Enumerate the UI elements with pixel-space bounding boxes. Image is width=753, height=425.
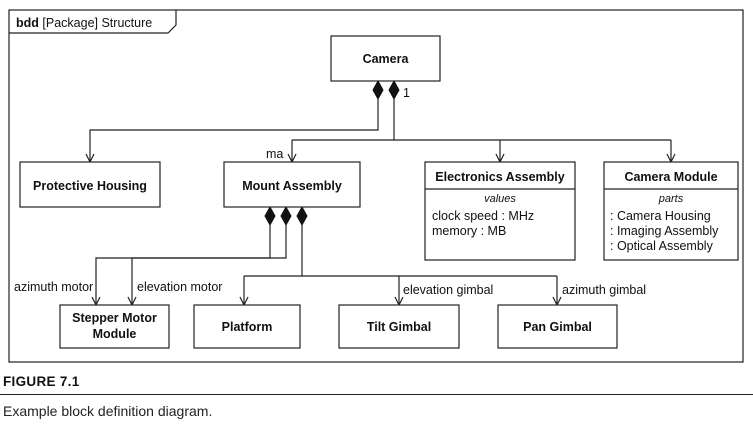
block-protective-housing-name: Protective Housing [33, 179, 147, 193]
figure-caption: Example block definition diagram. [3, 403, 213, 419]
multiplicity-label: 1 [403, 86, 410, 100]
frame-tab [9, 10, 177, 34]
role-label-azimuth-gimbal: azimuth gimbal [562, 283, 646, 297]
block-definition-diagram: bdd [Package] Structure 1 ma azimuth mot… [8, 9, 744, 363]
diagram-frame [8, 9, 744, 363]
part-optical-assembly: : Optical Assembly [610, 239, 714, 253]
block-pan-gimbal-name: Pan Gimbal [523, 320, 592, 334]
connectors [90, 99, 671, 305]
value-clock-speed: clock speed : MHz [432, 209, 534, 223]
part-imaging-assembly: : Imaging Assembly [610, 224, 719, 238]
block-stepper-motor-module: Stepper Motor Module [59, 304, 170, 349]
parts-compartment-label: parts [658, 193, 684, 205]
block-camera: Camera [330, 35, 441, 82]
figure-divider [0, 394, 753, 395]
block-mount-assembly: Mount Assembly [223, 161, 361, 208]
block-electronics-assembly-name: Electronics Assembly [435, 170, 565, 184]
role-label-azimuth-motor: azimuth motor [14, 280, 93, 294]
block-stepper-motor-module-name-2: Module [93, 327, 137, 341]
block-pan-gimbal: Pan Gimbal [497, 304, 618, 349]
block-stepper-motor-module-name-1: Stepper Motor [72, 311, 157, 325]
block-tilt-gimbal-name: Tilt Gimbal [367, 320, 431, 334]
block-camera-module-name: Camera Module [624, 170, 717, 184]
diamond-camera-left [372, 79, 384, 101]
composition-diamonds [264, 79, 400, 227]
block-platform: Platform [193, 304, 301, 349]
part-camera-housing: : Camera Housing [610, 209, 711, 223]
block-protective-housing: Protective Housing [19, 161, 161, 208]
values-compartment-label: values [484, 193, 516, 205]
diamond-mount-3 [296, 205, 308, 227]
role-label-ma: ma [266, 147, 283, 161]
connector-camera-protective-housing [90, 99, 379, 162]
block-camera-module: Camera Module parts : Camera Housing : I… [603, 161, 739, 261]
block-platform-name: Platform [222, 320, 273, 334]
frame-kind: bdd [16, 16, 39, 30]
diamond-mount-1 [264, 205, 276, 227]
diamond-mount-2 [280, 205, 292, 227]
frame-title-rest: [Package] Structure [42, 16, 152, 30]
figure-label: FIGURE 7.1 [3, 374, 80, 389]
block-tilt-gimbal: Tilt Gimbal [338, 304, 460, 349]
diamond-camera-right [388, 79, 400, 101]
block-electronics-assembly: Electronics Assembly values clock speed … [424, 161, 576, 261]
block-camera-name: Camera [363, 52, 410, 66]
connector-elevation-motor [132, 225, 287, 305]
value-memory: memory : MB [432, 224, 506, 238]
frame-title: bdd [Package] Structure [16, 16, 152, 30]
role-label-elevation-motor: elevation motor [137, 280, 222, 294]
role-label-elevation-gimbal: elevation gimbal [403, 283, 493, 297]
block-mount-assembly-name: Mount Assembly [242, 179, 342, 193]
